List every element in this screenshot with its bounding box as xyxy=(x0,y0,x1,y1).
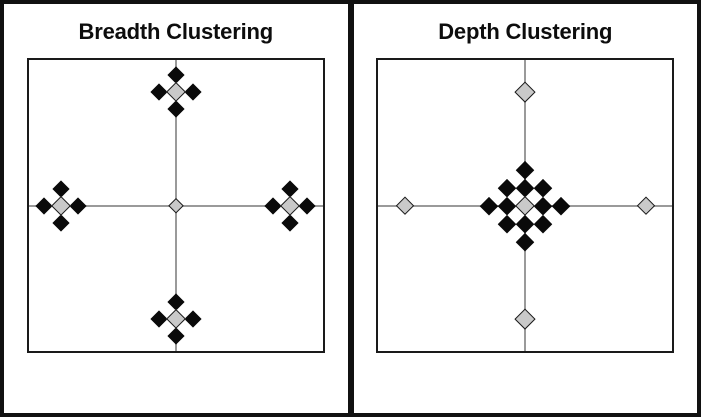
cluster-member-marker xyxy=(184,83,202,101)
cluster-seed-marker xyxy=(514,308,536,330)
panel-depth-clustering: Depth Clustering xyxy=(350,0,701,417)
cluster-seed-marker xyxy=(514,81,536,103)
cluster-member-marker xyxy=(534,178,553,197)
cluster-member-marker xyxy=(150,83,168,101)
cluster-seed-marker xyxy=(280,195,301,216)
panel-breadth-clustering: Breadth Clustering xyxy=(0,0,351,417)
cluster-member-marker xyxy=(184,310,202,328)
cluster-member-marker xyxy=(498,178,517,197)
cluster-member-marker xyxy=(52,180,70,198)
cluster-member-marker xyxy=(298,197,316,215)
cluster-member-marker xyxy=(534,214,553,233)
cluster-member-marker xyxy=(516,232,535,251)
cluster-member-marker xyxy=(552,196,571,215)
cluster-member-marker xyxy=(281,180,299,198)
panel-title-breadth: Breadth Clustering xyxy=(78,19,274,44)
cluster-seed-marker xyxy=(515,195,536,216)
cluster-seed-marker xyxy=(395,196,415,216)
cluster-member-marker xyxy=(52,214,70,232)
plot-area-breadth xyxy=(26,58,325,354)
cluster-member-marker xyxy=(516,160,535,179)
cluster-seed-marker xyxy=(167,197,184,214)
cluster-member-marker xyxy=(167,327,185,345)
cluster-seed-marker xyxy=(165,82,186,103)
cluster-member-marker xyxy=(534,196,553,215)
cluster-member-marker xyxy=(167,100,185,118)
cluster-member-marker xyxy=(281,214,299,232)
cluster-seed-marker xyxy=(165,309,186,330)
cluster-member-marker xyxy=(498,214,517,233)
cluster-member-marker xyxy=(498,196,517,215)
cluster-seed-marker xyxy=(51,195,72,216)
panel-title-depth: Depth Clustering xyxy=(438,19,613,44)
cluster-seed-marker xyxy=(636,196,656,216)
cluster-member-marker xyxy=(516,178,535,197)
cluster-member-marker xyxy=(69,197,87,215)
cluster-member-marker xyxy=(480,196,499,215)
cluster-member-marker xyxy=(516,214,535,233)
plot-area-depth xyxy=(376,58,675,354)
cluster-member-marker xyxy=(150,310,168,328)
